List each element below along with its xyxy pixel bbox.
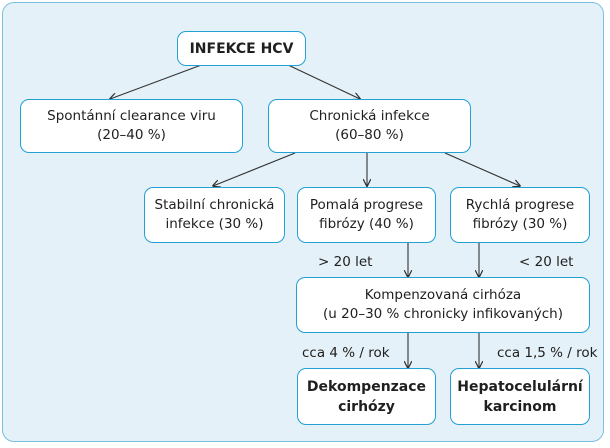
node-infekce-hcv: INFEKCE HCV [177,31,306,66]
node-cirrhosis-line1: Kompenzovaná cirhóza [364,287,522,303]
node-decompensation: Dekompenzace cirhózy [297,368,436,425]
node-compensated-cirrhosis: Kompenzovaná cirhóza (u 20–30 % chronick… [296,277,590,333]
node-spontaneous-line1: Spontánní clearance viru [47,108,216,124]
node-fast-line1: Rychlá progrese [465,197,575,213]
node-hcc-line1: Hepatocelulární [457,378,583,395]
edge-label-decomp-rate: cca 4 % / rok [302,345,390,361]
arrow-root-to-chronic [285,63,360,99]
edge-label-slow-years: > 20 let [318,254,373,270]
node-hcc-line2: karcinom [483,398,557,415]
node-stable-chronic: Stabilní chronická infekce (30 %) [144,187,285,243]
node-fast-line2: fibrózy (30 %) [472,216,568,232]
arrow-chronic-to-stable [213,152,296,186]
node-stable-line2: infekce (30 %) [165,216,264,232]
edge-label-hcc-rate: cca 1,5 % / rok [497,345,598,361]
node-stable-line1: Stabilní chronická [154,197,275,213]
node-chronic-line2: (60–80 %) [335,127,404,143]
node-decomp-line1: Dekompenzace [306,378,427,395]
arrow-chronic-to-fast [444,152,520,186]
node-cirrhosis-line2: (u 20–30 % chronicky infikovaných) [323,306,563,322]
node-slow-progression: Pomalá progrese fibrózy (40 %) [297,187,436,243]
node-slow-line1: Pomalá progrese [309,197,424,213]
arrow-root-to-spontaneous [110,63,205,99]
node-slow-line2: fibrózy (40 %) [319,216,414,232]
node-spontaneous-clearance: Spontánní clearance viru (20–40 %) [20,99,243,153]
node-infekce-hcv-label: INFEKCE HCV [189,40,294,57]
node-fast-progression: Rychlá progrese fibrózy (30 %) [450,187,590,243]
node-chronic-line1: Chronická infekce [309,108,430,124]
node-spontaneous-line2: (20–40 %) [97,127,166,143]
node-decomp-line2: cirhózy [338,398,395,415]
node-chronic-infection: Chronická infekce (60–80 %) [268,99,471,153]
node-hepatocellular-carcinoma: Hepatocelulární karcinom [450,368,590,425]
edge-label-fast-years: < 20 let [519,254,574,270]
